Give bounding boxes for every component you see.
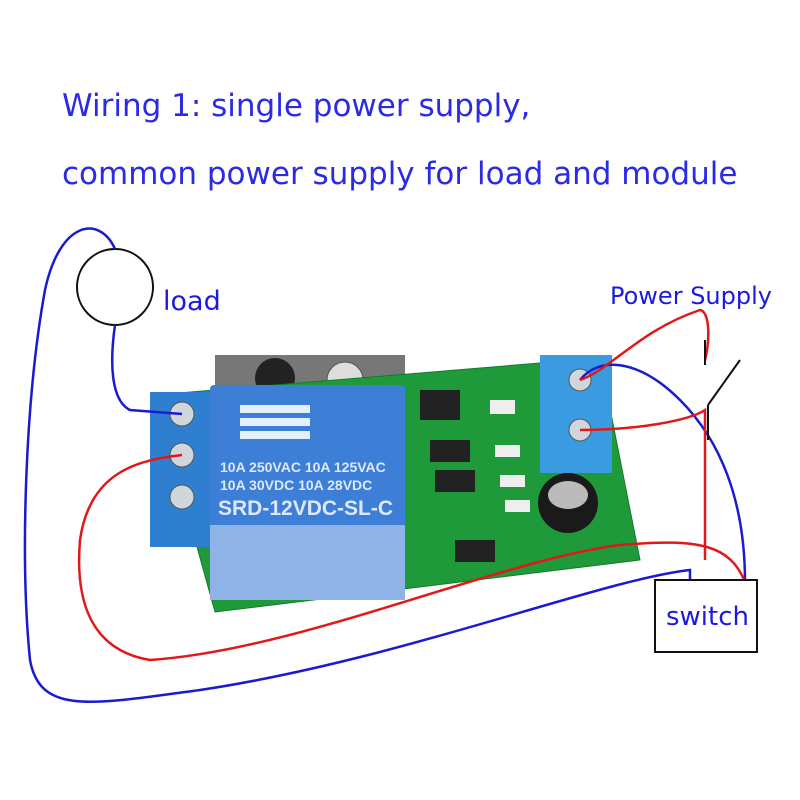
smd-components: [420, 390, 530, 562]
svg-text:SRD-12VDC-SL-C: SRD-12VDC-SL-C: [218, 497, 393, 520]
svg-text:10A 250VAC 10A 125VAC: 10A 250VAC 10A 125VAC: [220, 459, 386, 475]
svg-text:10A 30VDC 10A 28VDC: 10A 30VDC 10A 28VDC: [220, 477, 372, 493]
power-terminal-block: [540, 355, 612, 473]
load-symbol: [76, 248, 154, 326]
power-supply-label: Power Supply: [610, 282, 772, 310]
switch-label: switch: [666, 602, 750, 632]
relay: 10A 250VAC 10A 125VAC 10A 30VDC 10A 28VD…: [210, 385, 405, 600]
switch-box: [654, 579, 758, 653]
load-label: load: [163, 286, 221, 317]
title-line-1: Wiring 1: single power supply,: [62, 88, 531, 124]
positive-wires: [77, 308, 747, 662]
title-line-2: common power supply for load and module: [62, 156, 738, 192]
switch-symbol: [704, 340, 741, 440]
load-terminal-block: [150, 392, 218, 547]
